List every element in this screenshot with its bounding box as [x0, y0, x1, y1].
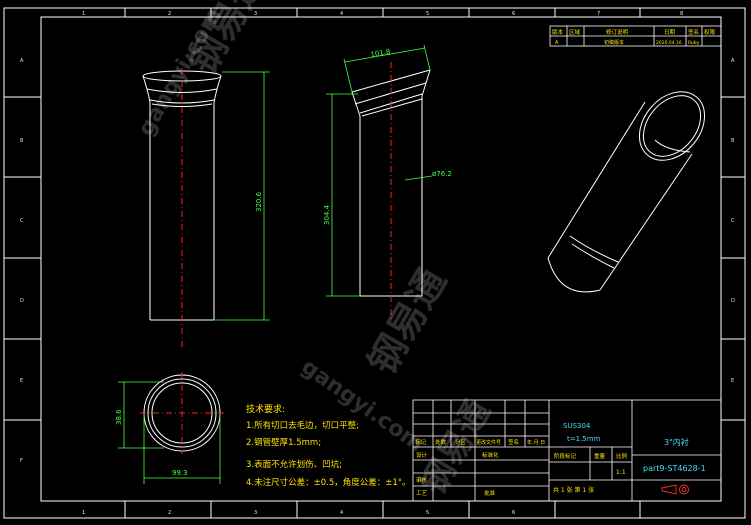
- tb-scale: 比例: [616, 452, 628, 460]
- row-label-right: B: [731, 138, 735, 144]
- col-label-bottom: 5: [426, 510, 429, 516]
- row-label: A: [20, 58, 24, 64]
- rev-date: 2020.04.16: [656, 40, 682, 46]
- revision-table: [549, 25, 722, 47]
- row-label: F: [20, 458, 23, 464]
- part-number: part9-ST4628-1: [643, 464, 706, 473]
- border-ticks: [4, 8, 745, 518]
- outer-frame: [3, 7, 746, 519]
- row-label-right: C: [731, 218, 735, 224]
- col-label: 8: [680, 11, 683, 17]
- tb-header: 标记: [415, 438, 427, 446]
- rev-description: 初稿版本: [604, 39, 624, 46]
- tb-header: 年.月.日: [527, 439, 545, 446]
- col-label-bottom: 3: [254, 510, 257, 516]
- dim-top-width: [343, 44, 431, 93]
- dim-end-height-label: 38.6: [115, 409, 123, 425]
- dim-top-width-label: 101.8: [370, 48, 391, 59]
- dim-end-width-label: 99.3: [172, 469, 188, 477]
- col-label: 7: [597, 11, 600, 17]
- rev-header-zone: 区域: [569, 28, 581, 36]
- rev-header-version: 版本: [552, 28, 564, 36]
- material-label: SUS304: [563, 422, 591, 430]
- col-label: 6: [512, 11, 515, 17]
- isometric-view-tube[interactable]: [547, 79, 718, 293]
- row-label-right: E: [731, 378, 734, 384]
- col-label: 1: [82, 11, 85, 17]
- tech-req-item: 2.钢管壁厚1.5mm;: [246, 437, 321, 448]
- col-label: 4: [340, 11, 343, 17]
- thickness-label: t=1.5mm: [567, 435, 601, 443]
- dim-diameter-label: ø76.2: [432, 170, 452, 178]
- tb-weight: 重量: [594, 452, 606, 460]
- tb-header: 签名: [508, 438, 519, 446]
- tb-header: 分区: [455, 438, 467, 446]
- row-label: E: [20, 378, 23, 384]
- tb-header: 处数: [435, 438, 447, 446]
- rev-header-sign: 签名: [688, 28, 699, 36]
- tb-reviewer: 审核: [416, 476, 428, 484]
- row-label: D: [20, 298, 24, 304]
- tb-sheets: 共 1 张 第 1 张: [553, 486, 594, 494]
- dim-diameter-leader: [404, 175, 433, 181]
- dim-height-right-label: 304.4: [323, 204, 331, 225]
- tb-stage: 阶段标记: [554, 452, 577, 460]
- tb-process: 工艺: [416, 490, 428, 497]
- col-label: 3: [254, 11, 257, 17]
- col-label: 5: [426, 11, 429, 17]
- dim-height-right: [326, 93, 360, 297]
- col-label-bottom: 1: [82, 510, 85, 516]
- tb-approve: 批准: [484, 489, 496, 497]
- rev-version: A: [555, 40, 559, 46]
- tech-req-item: 1.所有切口去毛边，切口平整;: [246, 420, 359, 431]
- column-labels: 1 2 3 4 5 6 7 8 1 2 3 4 5 6: [82, 11, 683, 516]
- rev-signature: Ruby: [688, 40, 700, 46]
- tech-req-item: 3.表面不允许划伤、凹坑;: [246, 459, 342, 470]
- dim-end-width: [143, 414, 221, 484]
- dim-end-height: [118, 381, 164, 449]
- col-label-bottom: 2: [168, 510, 171, 516]
- row-label: C: [20, 218, 24, 224]
- tb-standardization: 标准化: [482, 451, 499, 459]
- col-label-bottom: 6: [512, 510, 515, 516]
- title-block: [412, 399, 722, 502]
- dim-height-left: [214, 71, 270, 321]
- projection-symbol-icon: [661, 484, 689, 495]
- row-label-right: D: [731, 298, 735, 304]
- inner-frame: [40, 16, 722, 502]
- tb-scale-value: 1:1: [616, 469, 626, 476]
- rev-header-date: 日期: [664, 29, 676, 36]
- tech-req-item: 4.未注尺寸公差：±0.5，角度公差：±1°。: [246, 477, 411, 488]
- tb-header: 更改文件号: [476, 439, 501, 446]
- row-labels: A B C D E F A B C D E: [20, 58, 735, 464]
- part-title: 3"内衬: [664, 437, 689, 447]
- row-label: B: [20, 138, 24, 144]
- dim-height-left-label: 320.6: [255, 191, 263, 212]
- col-label-bottom: 4: [340, 510, 343, 516]
- tech-req-title: 技术要求:: [246, 403, 285, 415]
- rev-header-auth: 权限: [704, 28, 716, 36]
- rev-header-desc: 修订说明: [606, 28, 629, 36]
- row-label-right: A: [731, 58, 735, 64]
- col-label: 2: [168, 11, 171, 17]
- tb-designer: 设计: [416, 451, 428, 459]
